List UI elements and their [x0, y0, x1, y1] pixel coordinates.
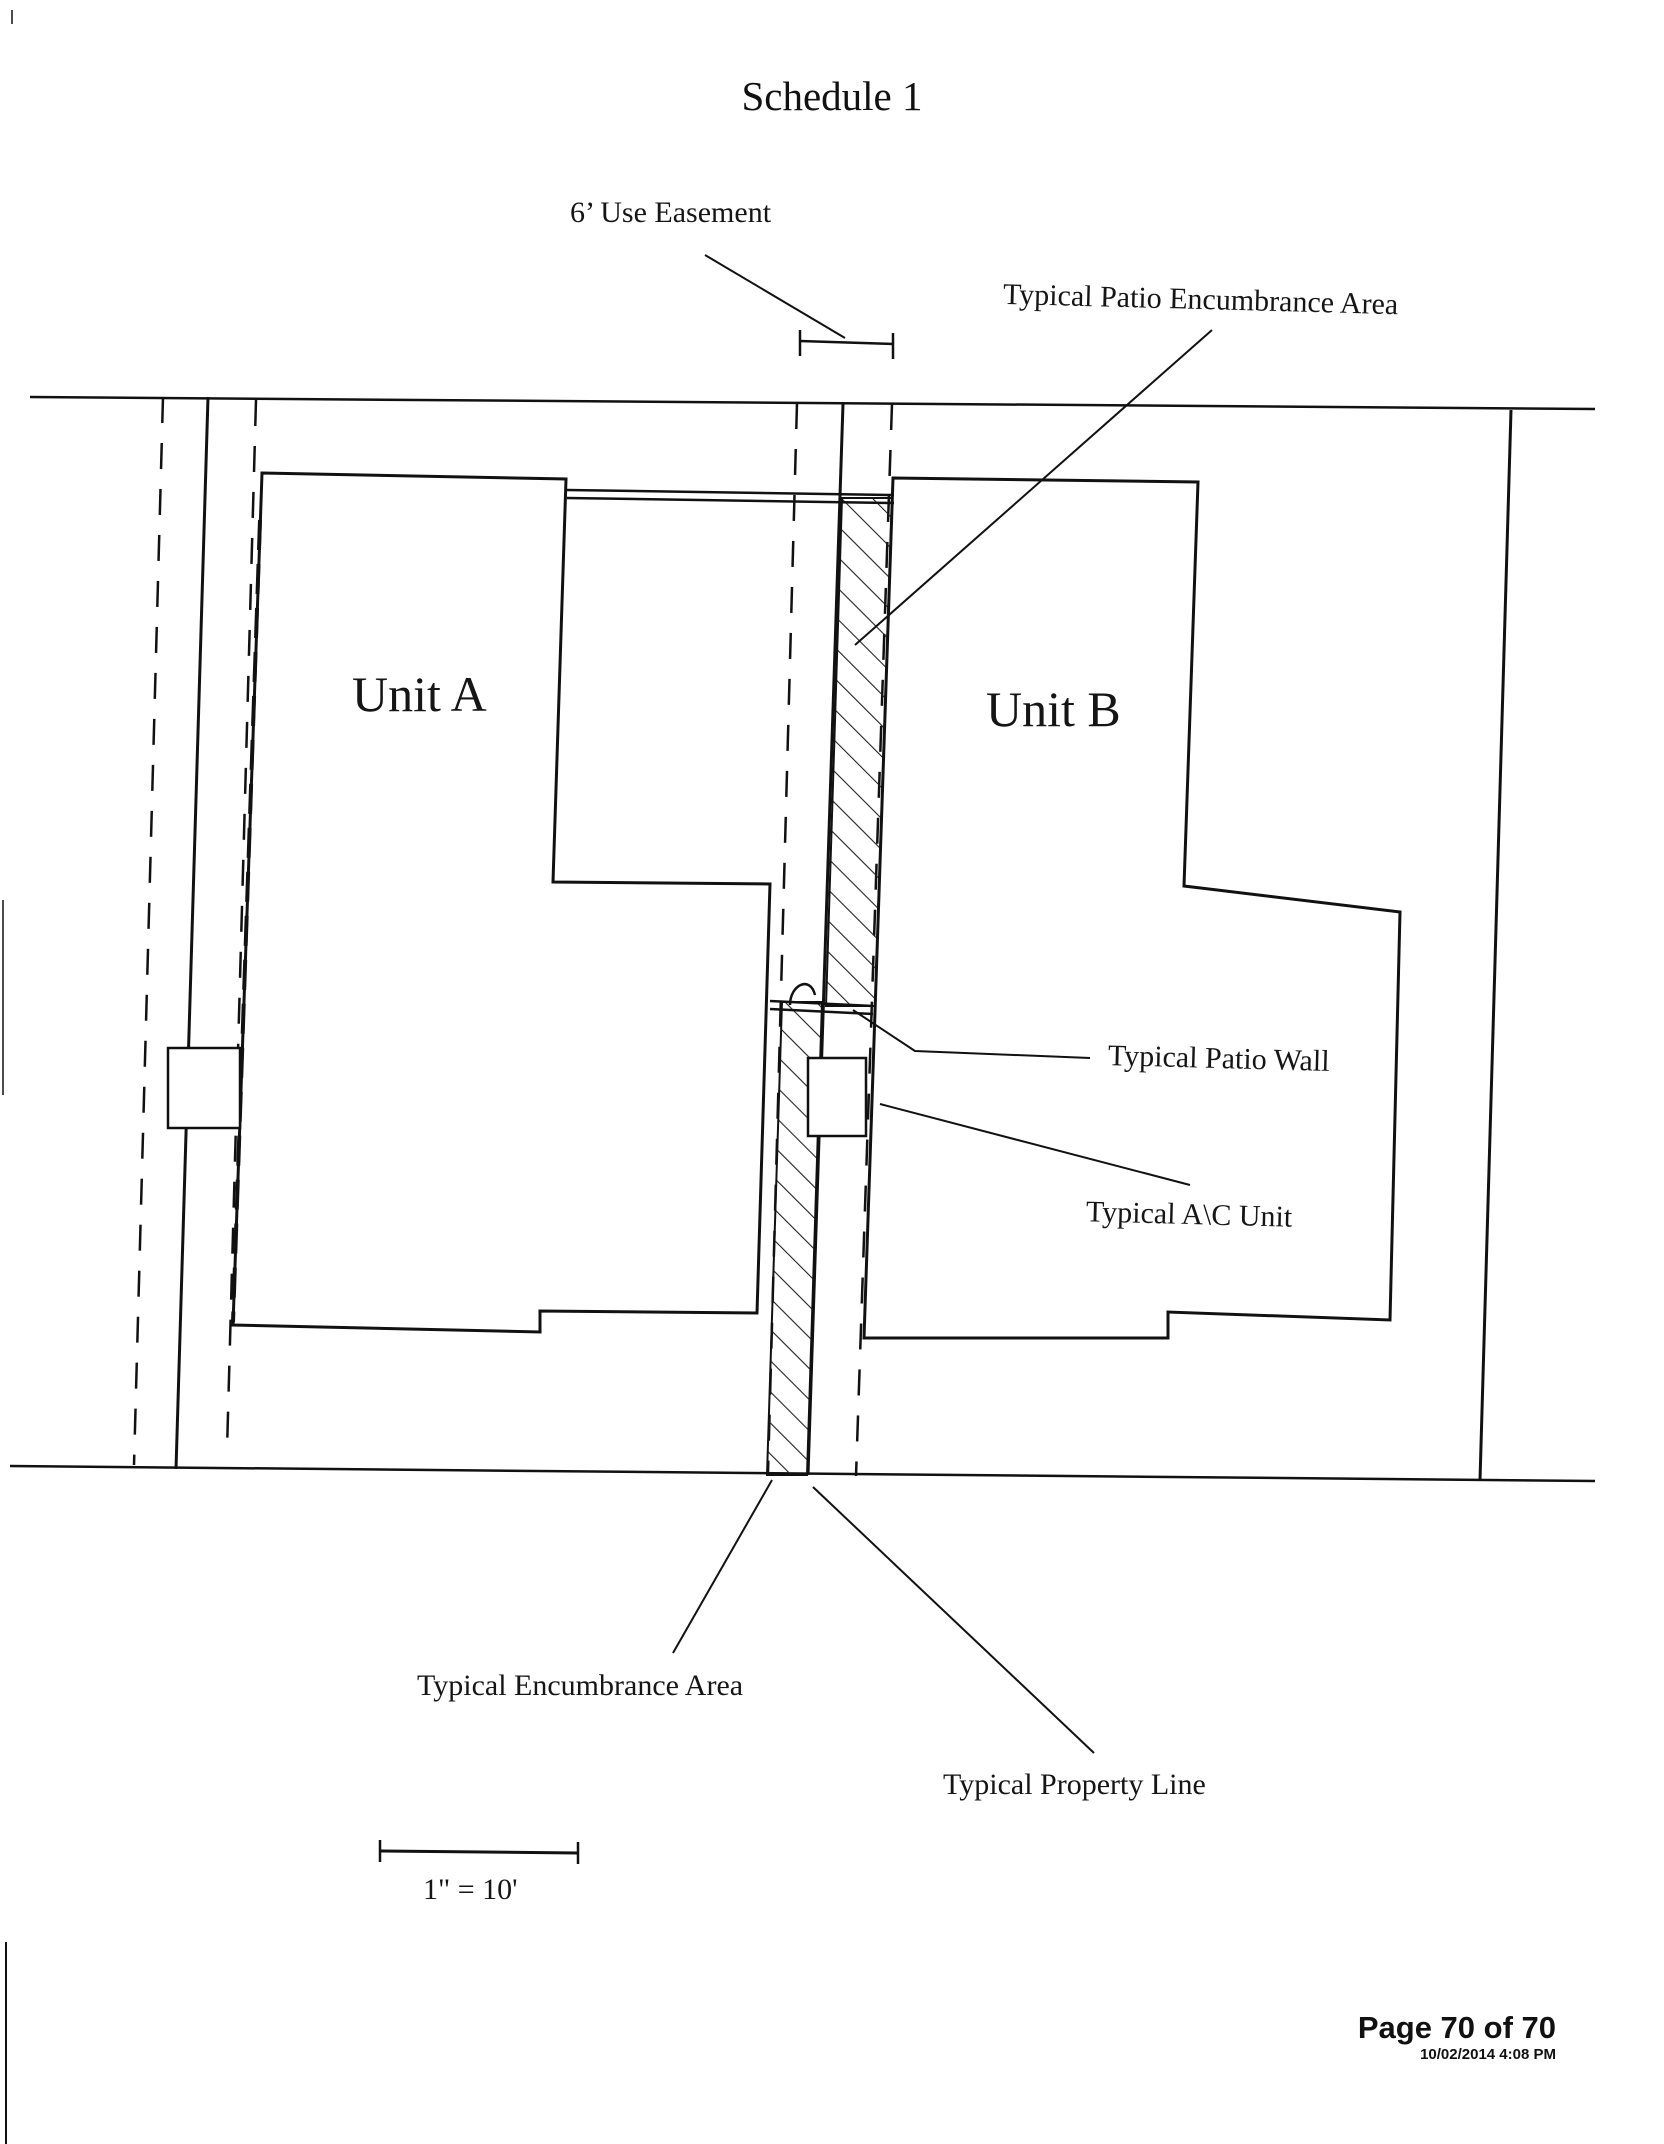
- leader-patio-wall: [852, 1009, 1091, 1059]
- leader-property-line: [812, 1486, 1095, 1754]
- encumbrance-area-label: Typical Encumbrance Area: [417, 1669, 744, 1702]
- unit-a-label: Unit A: [352, 666, 487, 722]
- unit-b-label: Unit B: [986, 681, 1121, 737]
- unit-a-outline: [231, 471, 772, 1334]
- easement-label: 6’ Use Easement: [570, 196, 772, 229]
- left-easement-inner: [225, 399, 258, 1451]
- center-property-line: [806, 403, 845, 1476]
- center-easement-right: [854, 403, 894, 1477]
- patio-wall-label: Typical Patio Wall: [1107, 1039, 1330, 1078]
- leader-patio-encumbrance: [854, 329, 1213, 646]
- print-timestamp: 10/02/2014 4:08 PM: [1420, 2046, 1556, 2063]
- ac-unit-label: Typical A\C Unit: [1085, 1195, 1293, 1234]
- scale-label: 1" = 10': [423, 1873, 518, 1906]
- unit-a-left-wall-dash: [231, 519, 262, 1323]
- scale-bar: [378, 1840, 580, 1864]
- left-lot-line: [174, 396, 210, 1470]
- patio-encumbrance-area: [824, 497, 894, 1007]
- patio-wall: [769, 982, 874, 1016]
- leader-easement: [704, 254, 846, 339]
- leader-encumbrance: [672, 1479, 773, 1654]
- ac-unit-a: [166, 1046, 242, 1130]
- left-easement-outer: [132, 396, 165, 1466]
- ac-unit-b: [806, 1056, 868, 1138]
- property-line-label: Typical Property Line: [943, 1768, 1206, 1801]
- right-lot-line: [1478, 409, 1513, 1481]
- unit-b-outline: [862, 476, 1402, 1340]
- top-property-line: [29, 395, 1596, 411]
- easement-dimension: [798, 330, 895, 359]
- document-title: Schedule 1: [741, 73, 923, 119]
- page-number: Page 70 of 70: [1357, 2010, 1556, 2045]
- leader-ac-unit: [879, 1103, 1191, 1186]
